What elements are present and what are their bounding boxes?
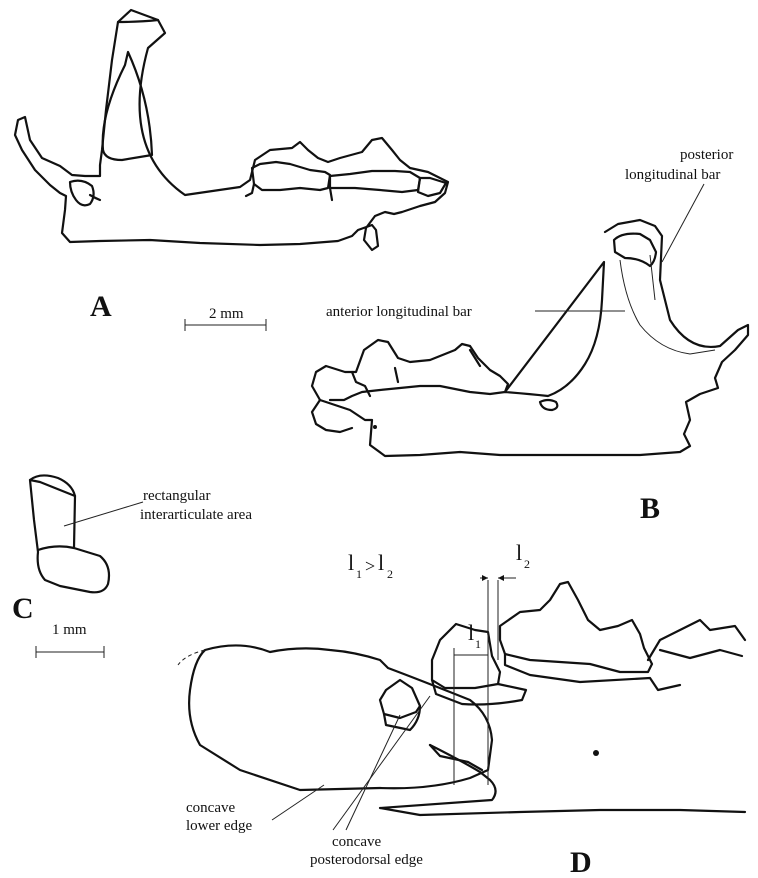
measure-l2-subscript: 2 [524, 557, 530, 571]
label-anterior-bar: anterior longitudinal bar [326, 304, 472, 320]
label-posterior-bar-line1: posterior [680, 147, 733, 163]
label-posterior-bar-line2: longitudinal bar [625, 167, 720, 183]
scale-label-1mm: 1 mm [52, 622, 87, 638]
label-concave-posterodorsal-line2: posterodorsal edge [310, 852, 423, 868]
pointer-concave-posterodorsal-2 [346, 715, 400, 830]
scale-label-2mm: 2 mm [209, 306, 244, 322]
pointer-posterior-bar [662, 184, 704, 262]
pointer-concave-posterodorsal-1 [333, 696, 430, 830]
panel-label-c: C [12, 592, 34, 625]
label-concave-lower-line1: concave [186, 800, 235, 816]
label-concave-lower-line2: lower edge [186, 818, 253, 834]
panel-label-a: A [90, 290, 112, 323]
mandible-a-drawing [15, 10, 448, 250]
relation-gt: > [365, 556, 375, 576]
relation-l2-subscript: 2 [387, 567, 393, 581]
measure-l1-subscript: 1 [475, 637, 481, 651]
relation-l1-subscript: 1 [356, 567, 362, 581]
measure-l1-symbol: l [468, 620, 474, 645]
scale-bar-1mm [36, 646, 104, 658]
label-rect-area-line1: rectangular [143, 488, 210, 504]
label-concave-posterodorsal-line1: concave [332, 834, 381, 850]
relation-l2-symbol: l [378, 550, 384, 575]
measure-l2-symbol: l [516, 540, 522, 565]
panel-label-b: B [640, 492, 660, 525]
articular-surface-c-drawing [30, 475, 109, 592]
relation-l1-symbol: l [348, 550, 354, 575]
mandible-b-drawing [312, 220, 748, 456]
measurement-guides [454, 575, 516, 785]
panel-label-d: D [570, 846, 592, 878]
label-rect-area-line2: interarticulate area [140, 507, 252, 523]
closeup-d-drawing [178, 582, 745, 815]
